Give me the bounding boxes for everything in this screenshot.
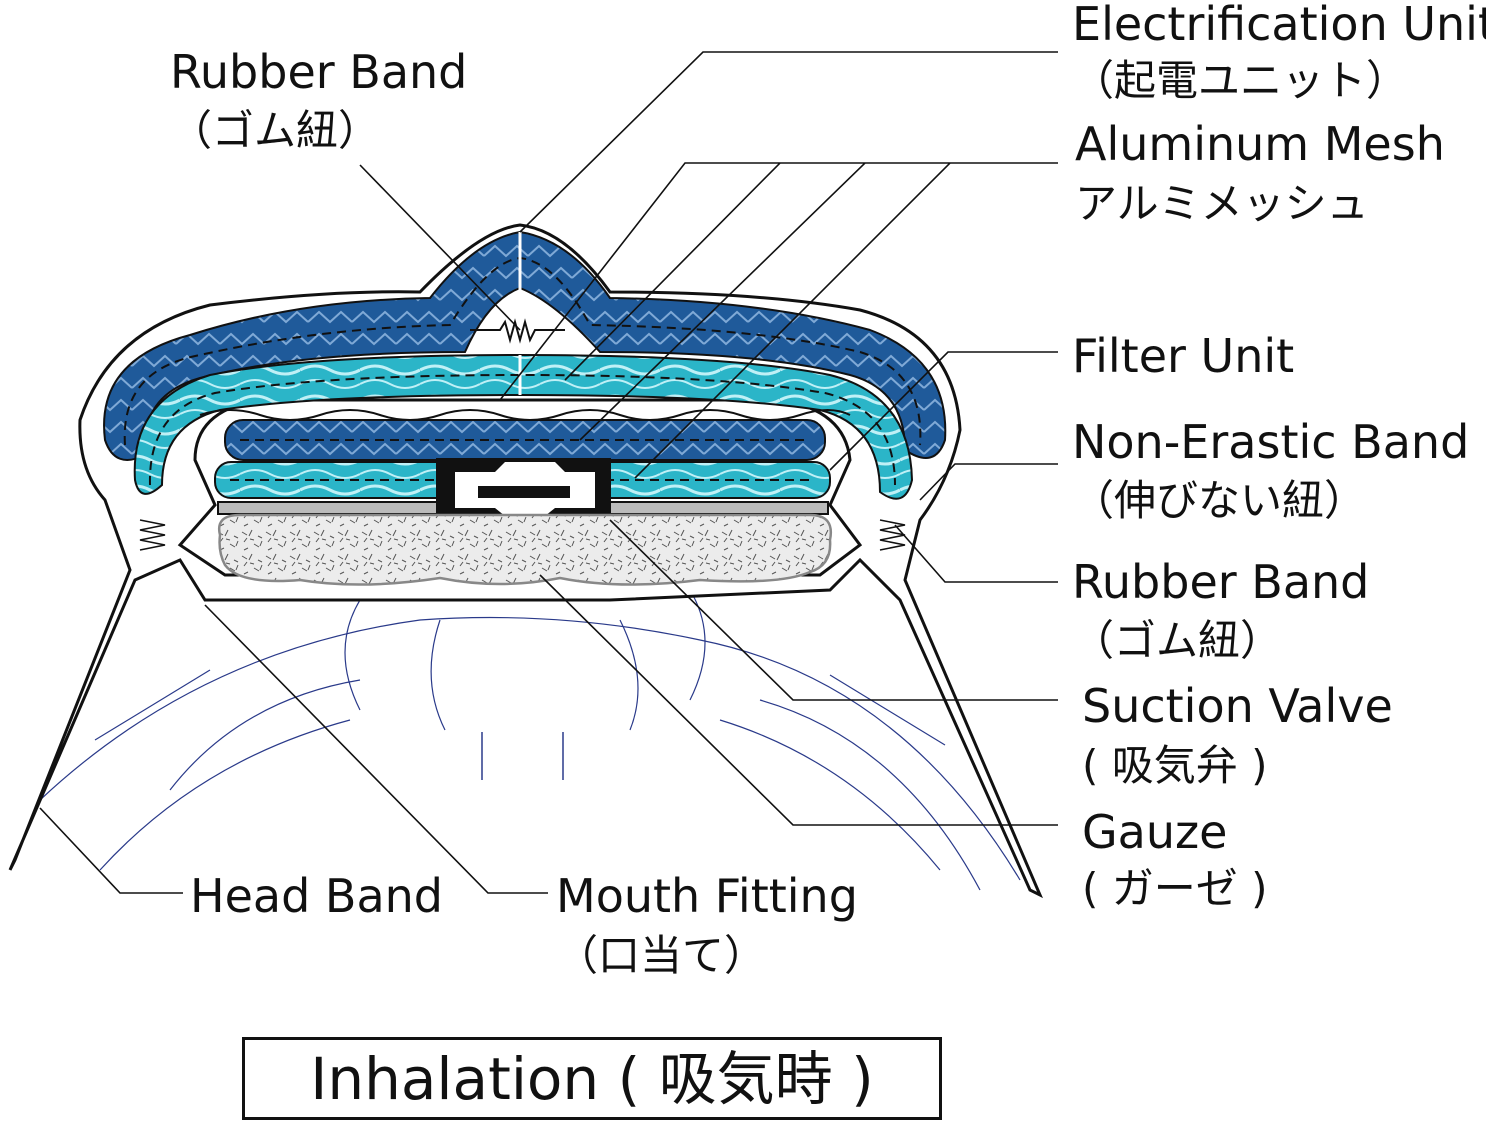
leader-rubber-band-right xyxy=(894,524,1058,583)
filter-dash-line xyxy=(148,373,896,486)
leader-head-band xyxy=(39,807,183,894)
label-electrification-unit: Electrification Unit xyxy=(1072,0,1486,51)
face-outline xyxy=(39,589,1021,891)
leader-suction-valve xyxy=(609,519,1058,701)
label-rubber-band-top-jp: （ゴム紐） xyxy=(170,106,380,155)
label-non-elastic-band-jp: （伸びない紐） xyxy=(1072,476,1366,525)
label-electrification-unit-jp: （起電ユニット） xyxy=(1072,56,1408,105)
leader-aluminum-mesh xyxy=(499,162,1058,479)
leader-electrification-unit xyxy=(519,51,1058,233)
suction-valve xyxy=(436,458,611,524)
leader-mouth-fitting xyxy=(204,604,548,894)
leader-lines xyxy=(39,51,1058,894)
leader-filter-unit xyxy=(829,351,1058,471)
label-head-band: Head Band xyxy=(190,869,443,923)
leader-non-elastic-band xyxy=(919,463,1058,501)
leader-rubber-band-top xyxy=(359,164,521,331)
label-non-elastic-band: Non-Erastic Band xyxy=(1072,415,1469,469)
label-rubber-band-right-jp: （ゴム紐） xyxy=(1072,616,1282,665)
label-rubber-band-top: Rubber Band xyxy=(170,45,467,99)
label-rubber-band-right: Rubber Band xyxy=(1072,555,1369,609)
lip-lines xyxy=(481,732,564,780)
label-mouth-fitting-jp: （口当て） xyxy=(556,931,766,980)
label-gauze-jp: ( ガーゼ ) xyxy=(1082,864,1267,913)
label-gauze: Gauze xyxy=(1082,805,1227,859)
filter-unit-band xyxy=(133,353,914,500)
label-filter-unit: Filter Unit xyxy=(1072,329,1294,383)
label-suction-valve: Suction Valve xyxy=(1082,679,1393,733)
electrification-unit xyxy=(103,230,947,461)
label-mouth-fitting: Mouth Fitting xyxy=(556,869,858,923)
side-springs xyxy=(139,519,906,551)
leader-gauze xyxy=(539,574,1058,826)
label-suction-valve-jp: ( 吸気弁 ) xyxy=(1082,741,1267,790)
caption-box: Inhalation ( 吸気時 ) xyxy=(242,1037,942,1120)
resistor-symbol xyxy=(470,318,565,344)
label-aluminum-mesh: Aluminum Mesh xyxy=(1075,117,1445,171)
gauze xyxy=(217,513,833,586)
caption-text: Inhalation ( 吸気時 ) xyxy=(310,1044,874,1113)
label-aluminum-mesh-jp: アルミメッシュ xyxy=(1075,179,1369,228)
